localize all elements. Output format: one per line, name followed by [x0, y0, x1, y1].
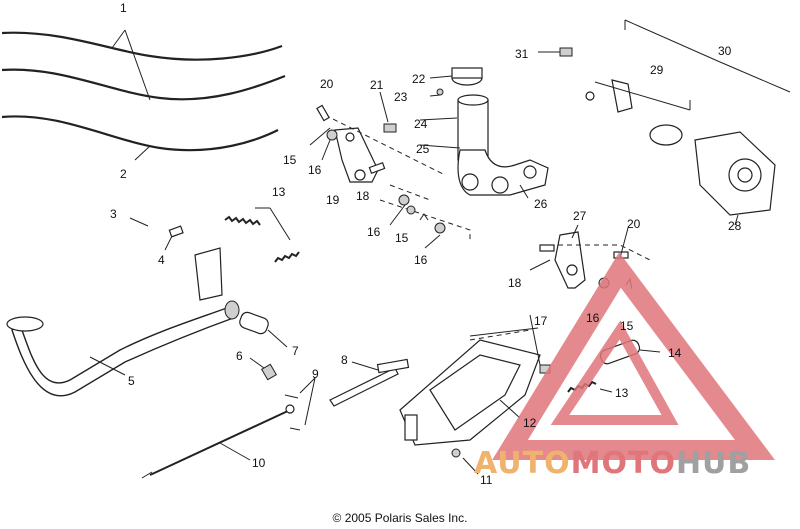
callout-13-right: 13: [615, 386, 629, 400]
callout-16-c: 16: [414, 253, 428, 267]
callout-25: 25: [416, 142, 430, 156]
callout-10: 10: [252, 456, 266, 470]
callout-13-left: 13: [272, 185, 286, 199]
callout-15-a: 15: [283, 153, 297, 167]
callout-18-a: 18: [356, 189, 370, 203]
callout-16-a: 16: [308, 163, 322, 177]
callout-24: 24: [414, 117, 428, 131]
callout-22: 22: [412, 72, 426, 86]
callout-1: 1: [120, 1, 127, 15]
callout-16-b: 16: [367, 225, 381, 239]
callouts: 1 2 3 4 5 6 7 8 9 10 11 12 13 13 14 15 1…: [110, 1, 742, 487]
callout-15-c: 15: [620, 319, 634, 333]
callout-27: 27: [573, 209, 587, 223]
callout-18-b: 18: [508, 276, 522, 290]
callout-20-a: 20: [320, 77, 334, 91]
callout-11: 11: [480, 473, 493, 487]
master-cylinder: [379, 67, 549, 199]
callout-7: 7: [292, 344, 299, 358]
watermark-triangle: [492, 252, 775, 460]
watermark-logo: AUTOMOTOHUB: [474, 446, 751, 481]
watermark-part-3: HUB: [675, 446, 752, 481]
callout-17: 17: [534, 314, 548, 328]
callout-28: 28: [728, 219, 742, 233]
callout-5: 5: [128, 374, 135, 388]
callout-2: 2: [120, 167, 127, 181]
brake-cables: [1, 29, 286, 161]
watermark-part-2: MOTO: [570, 446, 676, 481]
callout-26: 26: [534, 197, 548, 211]
callout-4: 4: [158, 253, 165, 267]
watermark-part-1: AUTO: [474, 446, 571, 481]
hardware-left: [129, 217, 288, 381]
callout-6: 6: [236, 349, 243, 363]
callout-14: 14: [668, 346, 682, 360]
callout-30: 30: [718, 44, 732, 58]
mounting-plate: [399, 314, 551, 475]
callout-29: 29: [650, 63, 664, 77]
brake-rod: [141, 377, 316, 479]
brackets: [334, 127, 586, 289]
callout-9: 9: [312, 367, 319, 381]
callout-15-b: 15: [395, 231, 409, 245]
callout-16-d: 16: [586, 311, 600, 325]
caliper: [538, 19, 791, 226]
copyright-notice: © 2005 Polaris Sales Inc.: [332, 511, 468, 525]
callout-23: 23: [394, 90, 408, 104]
rod: [329, 358, 410, 407]
callout-19: 19: [326, 193, 340, 207]
callout-31: 31: [515, 47, 529, 61]
brake-pedal: [6, 247, 240, 397]
callout-20-b: 20: [627, 217, 641, 231]
callout-12: 12: [523, 416, 537, 430]
callout-3: 3: [110, 207, 117, 221]
callout-8: 8: [341, 353, 348, 367]
callout-21: 21: [370, 78, 384, 92]
